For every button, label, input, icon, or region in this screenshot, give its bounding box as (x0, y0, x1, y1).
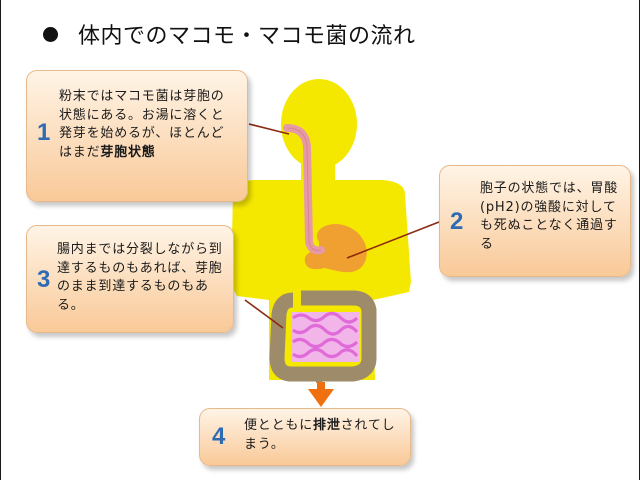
excretion-arrow-shaft (317, 382, 325, 390)
rectum-shape (314, 371, 326, 383)
pointer-line-3 (244, 299, 284, 329)
excretion-arrow-head (308, 389, 334, 407)
small-intestine-shape (292, 311, 359, 359)
step-1-body: 粉末ではマコモ菌は芽胞の状態にある。お湯に溶くと発芽を始めるが、ほとんどはまだ (59, 89, 225, 160)
title-row: 体内でのマコモ・マコモ菌の流れ (43, 18, 416, 50)
callout-step-3: 3 腸内までは分裂しながら到達するものもあれば、芽胞のまま到達するものもある。 (26, 225, 234, 333)
esophagus-outline (286, 127, 322, 251)
callout-step-1: 1 粉末ではマコモ菌は芽胞の状態にある。お湯に溶くと発芽を始めるが、ほとんどはま… (26, 70, 248, 202)
title-bullet-icon (43, 26, 58, 42)
step-4-bold: 排泄 (313, 418, 341, 433)
step-3-text: 腸内までは分裂しながら到達するものもあれば、芽胞のまま到達するものもある。 (57, 242, 223, 313)
callout-step-2: 2 胞子の状態では、胃酸(pH2)の強酸に対しても死ぬことなく通過する (439, 165, 631, 277)
step-1-bold: 芽胞状態 (100, 144, 156, 160)
stomach-shape (304, 224, 367, 273)
step-4-post: されてしまう。 (244, 418, 396, 452)
pointer-line-2 (346, 221, 440, 259)
step-3-number: 3 (37, 266, 51, 293)
step-2-text: 胞子の状態では、胃酸(pH2)の強酸に対しても死ぬことなく通過する (480, 181, 619, 252)
step-1-number: 1 (37, 119, 51, 146)
large-intestine-shape (269, 290, 377, 382)
step-2-number: 2 (450, 208, 464, 235)
page-title: 体内でのマコモ・マコモ菌の流れ (78, 24, 416, 49)
head-shape (281, 79, 357, 169)
callout-step-4: 4 便とともに排泄されてしまう。 (199, 408, 411, 466)
step-4-pre: 便とともに (244, 418, 314, 433)
step-1-text: 粉末ではマコモ菌は芽胞の状態にある。お湯に溶くと発芽を始めるが、ほとんどはまだ芽… (59, 88, 237, 162)
pointer-line-1 (248, 123, 290, 135)
step-4-text: 便とともに排泄されてしまう。 (244, 417, 404, 454)
step-4-number: 4 (212, 423, 226, 450)
